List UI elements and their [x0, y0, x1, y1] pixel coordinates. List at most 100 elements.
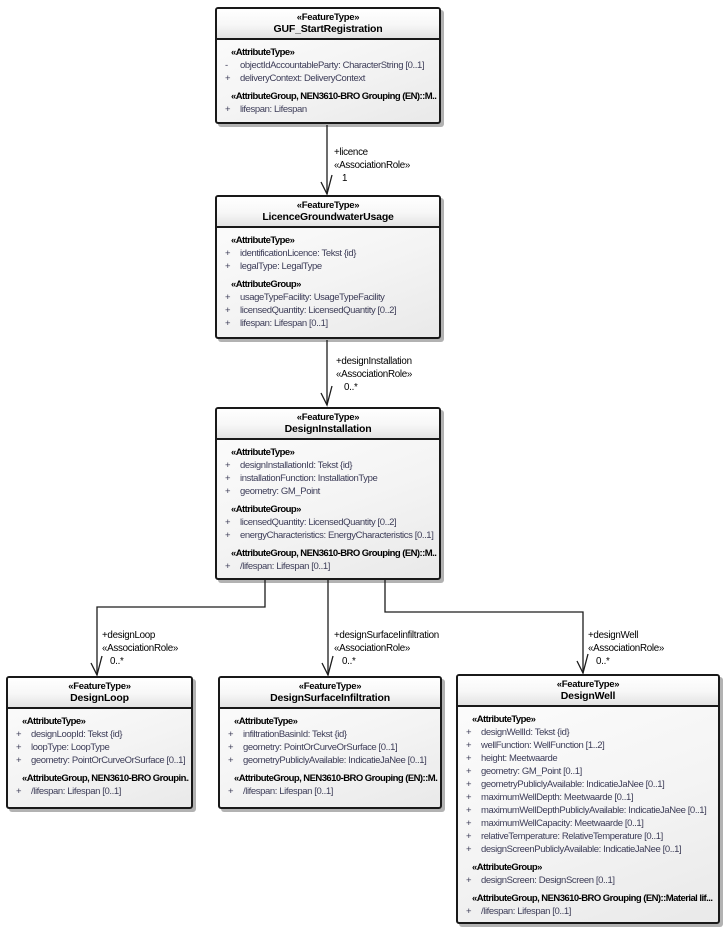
class-designloop[interactable]: «FeatureType» DesignLoop «AttributeType»…: [6, 676, 193, 809]
class-guf-startregistration[interactable]: «FeatureType» GUF_StartRegistration «Att…: [215, 7, 441, 124]
visibility-marker: +: [225, 248, 231, 259]
attribute-text: geometryPubliclyAvailable: IndicatieJaNe…: [481, 779, 665, 790]
visibility-marker: +: [466, 727, 472, 738]
attribute-row: +loopType: LoopType: [10, 741, 189, 754]
arrowhead-icon: [90, 655, 103, 677]
attribute-row: +legalType: LegalType: [219, 260, 437, 273]
class-name: GUF_StartRegistration: [273, 23, 383, 35]
attribute-text: geometry: PointOrCurveOrSurface [0..1]: [243, 742, 398, 753]
attribute-text: geometryPubliclyAvailable: IndicatieJaNe…: [243, 755, 427, 766]
class-name: DesignInstallation: [284, 423, 372, 435]
association-role-name: +designInstallation: [336, 356, 412, 367]
attribute-row: +maximumWellCapacity: Meetwaarde [0..1]: [460, 817, 716, 830]
class-stereotype: «FeatureType»: [296, 12, 360, 23]
attribute-row: +/lifespan: Lifespan [0..1]: [10, 785, 189, 798]
class-stereotype: «FeatureType»: [298, 681, 362, 692]
visibility-marker: +: [225, 561, 231, 572]
attribute-row: + deliveryContext: DeliveryContext: [219, 72, 437, 85]
attribute-row: +usageTypeFacility: UsageTypeFacility: [219, 291, 437, 304]
association-role-name: +designWell: [588, 630, 639, 641]
attribute-row: + geometryPubliclyAvailable: IndicatieJaN…: [222, 754, 438, 767]
visibility-marker: +: [228, 786, 234, 797]
visibility-marker: +: [16, 729, 22, 740]
attribute-row: +energyCharacteristics: EnergyCharacteri…: [219, 529, 437, 542]
class-designwell[interactable]: «FeatureType» DesignWell «AttributeType»…: [456, 674, 720, 924]
attribute-text: maximumWellDepth: Meetwaarde [0..1]: [481, 792, 634, 803]
class-name: LicenceGroundwaterUsage: [262, 211, 394, 223]
visibility-marker: +: [228, 729, 234, 740]
attribute-row: +designInstallationId: Tekst {id}: [219, 459, 437, 472]
attribute-row: +designWellId: Tekst {id}: [460, 726, 716, 739]
attribute-row: +maximumWellDepth: Meetwaarde [0..1]: [460, 791, 716, 804]
association-label-designwell[interactable]: +designWell «AssociationRole» 0..*: [588, 629, 664, 668]
attribute-text: height: Meetwaarde: [481, 753, 558, 764]
visibility-marker: +: [466, 844, 472, 855]
association-role-name: +licence: [334, 147, 368, 158]
class-name: DesignSurfaceInfiltration: [270, 692, 390, 704]
section-header: «AttributeGroup, NEN3610-BRO Grouping (E…: [472, 893, 713, 904]
visibility-marker: +: [225, 73, 231, 84]
attribute-row: +designScreen: DesignScreen [0..1]: [460, 874, 716, 887]
attribute-row: +/lifespan: Lifespan [0..1]: [219, 560, 437, 573]
visibility-marker: +: [16, 755, 22, 766]
association-role-name: +designLoop: [102, 630, 156, 641]
section-header: «AttributeGroup, NEN3610-BRO Grouping (E…: [231, 548, 437, 559]
class-body: «AttributeType» +designLoopId: Tekst {id…: [8, 709, 191, 802]
visibility-marker: +: [466, 906, 472, 917]
attribute-text: /lifespan: Lifespan [0..1]: [31, 786, 121, 797]
attribute-row: +height: Meetwaarde: [460, 752, 716, 765]
section-header: «AttributeType»: [231, 47, 295, 58]
section-header: «AttributeType»: [22, 716, 86, 727]
class-header: «FeatureType» DesignLoop: [8, 678, 191, 709]
association-label-designinstallation[interactable]: +designInstallation «AssociationRole» 0.…: [336, 355, 412, 394]
association-role-name: +designSurfaceIinfiltration: [334, 630, 439, 641]
association-multiplicity: 0..*: [596, 656, 610, 667]
class-body: «AttributeType» +designWellId: Tekst {id…: [458, 707, 718, 922]
attribute-row: +identificationLicence: Tekst {id}: [219, 247, 437, 260]
attribute-text: lifespan: Lifespan: [240, 104, 307, 115]
class-header: «FeatureType» DesignSurfaceInfiltration: [220, 678, 440, 709]
attribute-text: relativeTemperature: RelativeTemperature…: [481, 831, 663, 842]
association-label-licence[interactable]: +licence «AssociationRole» 1: [334, 146, 410, 185]
attribute-text: loopType: LoopType: [31, 742, 110, 753]
association-stereotype: «AssociationRole»: [588, 643, 665, 654]
visibility-marker: +: [225, 292, 231, 303]
class-body: «AttributeType» +infiltrationBasinId: Te…: [220, 709, 440, 802]
class-stereotype: «FeatureType»: [556, 679, 620, 690]
section-header: «AttributeType»: [472, 714, 536, 725]
visibility-marker: +: [225, 104, 231, 115]
attribute-row: +licensedQuantity: LicensedQuantity [0..…: [219, 516, 437, 529]
class-designinstallation[interactable]: «FeatureType» DesignInstallation «Attrib…: [215, 407, 441, 580]
visibility-marker: +: [466, 875, 472, 886]
arrowhead-icon: [320, 385, 333, 407]
attribute-row: + /lifespan: Lifespan [0..1]: [222, 785, 438, 798]
section-header: «AttributeGroup»: [472, 862, 542, 873]
class-header: «FeatureType» DesignInstallation: [217, 409, 439, 440]
attribute-text: /lifespan: Lifespan [0..1]: [481, 906, 571, 917]
attribute-row: + geometryPubliclyAvailable: IndicatieJaN…: [460, 778, 716, 791]
attribute-text: geometry: GM_Point [0..1]: [481, 766, 582, 777]
visibility-marker: +: [466, 779, 472, 790]
attribute-row: +lifespan: Lifespan [0..1]: [219, 317, 437, 330]
attribute-text: infiltrationBasinId: Tekst {id}: [243, 729, 347, 740]
class-header: «FeatureType» DesignWell: [458, 676, 718, 707]
association-stereotype: «AssociationRole»: [336, 369, 413, 380]
association-stereotype: «AssociationRole»: [334, 160, 411, 171]
section-header: «AttributeGroup, NEN3610-BRO Grouping (E…: [231, 91, 437, 102]
visibility-marker: +: [228, 755, 234, 766]
class-designsurfaceinfiltration[interactable]: «FeatureType» DesignSurfaceInfiltration …: [218, 676, 442, 809]
attribute-row: + lifespan: Lifespan: [219, 103, 437, 116]
visibility-marker: +: [466, 831, 472, 842]
attribute-row: +designLoopId: Tekst {id}: [10, 728, 189, 741]
association-label-designsurfaceinfiltration[interactable]: +designSurfaceIinfiltration «Association…: [334, 629, 439, 668]
attribute-row: +geometry: GM_Point: [219, 485, 437, 498]
visibility-marker: +: [228, 742, 234, 753]
attribute-text: geometry: PointOrCurveOrSurface [0..1]: [31, 755, 186, 766]
class-licencegroundwaterusage[interactable]: «FeatureType» LicenceGroundwaterUsage «A…: [215, 195, 441, 339]
attribute-text: /lifespan: Lifespan [0..1]: [243, 786, 333, 797]
association-label-designloop[interactable]: +designLoop «AssociationRole» 0..*: [102, 629, 178, 668]
attribute-text: lifespan: Lifespan [0..1]: [240, 318, 328, 329]
class-header: «FeatureType» GUF_StartRegistration: [217, 9, 439, 40]
attribute-text: deliveryContext: DeliveryContext: [240, 73, 366, 84]
attribute-row: +designScreenPubliclyAvailable: Indicati…: [460, 843, 716, 856]
